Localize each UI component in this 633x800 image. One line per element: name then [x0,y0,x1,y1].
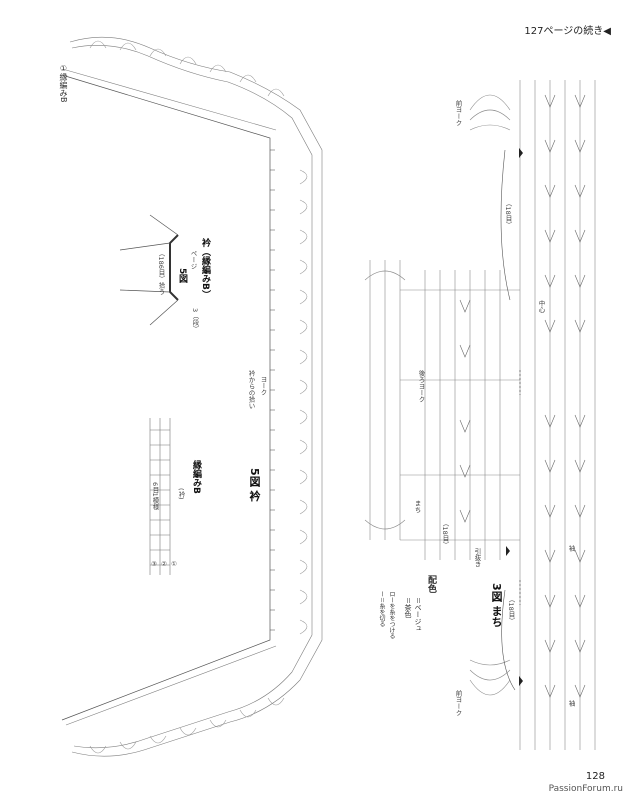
edging-b-row-2: ② [160,560,168,568]
yoke-count-2: （18目） [441,520,449,548]
color-legend: 配色 ＝ベージュ ＝茶色 ローを糸をつける ー＝糸を切る [377,575,437,655]
collar-piece-measure-1: （186目）拾う [157,250,165,295]
yoke-label-back: 前ヨーク [454,100,462,126]
collar-piece-title: 衿（縁編みB） [200,238,210,299]
edging-b-row-3: ③ [150,560,158,568]
edging-b-note: (衿) [177,488,185,500]
edging-b-repeat: 6目1模様 [151,482,159,510]
yoke-count-1: （18目） [504,200,512,228]
collar-mid-label-2: ヨーク [259,376,267,396]
yoke-label-side: 後ろヨーク [417,370,425,403]
collar-piece-measure-2: 3（段） [191,308,199,332]
collar-piece-sub1: ページ [189,250,197,270]
legend-title: 配色 [426,575,436,593]
legend-note-cut: ー＝糸を切る [378,591,385,628]
yoke-label-back2: 前ヨーク [454,690,462,716]
continued-note: 127ページの続き◀ [524,26,611,37]
yoke-label-sleeve2: 袖 [567,700,575,707]
yoke-count-3: （18目） [507,596,515,624]
collar-chart-lines [61,36,323,757]
watermark: PassionForum.ru [548,784,623,794]
edging-b-row-1: ① [170,560,178,568]
collar-chart-title: 5図 衿 [248,468,261,502]
legend-item-beige: ＝ベージュ [414,597,422,632]
collar-mid-label-1: 衿からの拾い [247,370,255,409]
yoke-chart-lines [364,80,596,750]
page-number: 128 [585,771,605,782]
legend-note-attach: ローを糸をつける [388,591,395,639]
yoke-label-join: 引抜き [473,548,481,568]
yoke-label-sleeve: 袖 [567,545,575,552]
yoke-chart-title: 3図 まち [490,583,503,628]
edging-b-chart [149,418,171,575]
edge-label-top: ①縁編みB [59,64,68,103]
collar-piece-sub2: 5図 [177,268,187,284]
yoke-label-center: 中心 [537,300,545,313]
edging-b-title: 縁編みB [191,460,201,494]
yoke-label-gusset: まち [413,500,421,513]
legend-item-brown: ＝茶色 [404,597,412,618]
collar-piece-schematic [119,214,179,326]
